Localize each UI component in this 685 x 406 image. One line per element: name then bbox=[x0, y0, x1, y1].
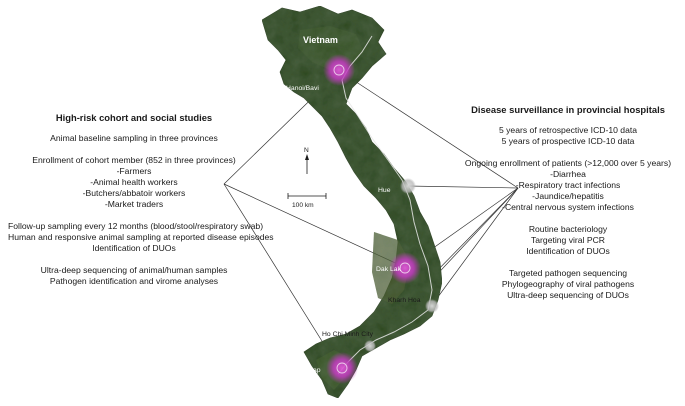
cohort-line: -Market traders bbox=[104, 199, 164, 209]
transport-route-line bbox=[337, 35, 433, 375]
cohort-paragraph: Follow-up sampling every 12 months (bloo… bbox=[8, 221, 274, 254]
cohort-line: Enrollment of cohort member (852 in thre… bbox=[32, 155, 236, 165]
cohort-line: Follow-up sampling every 12 months (bloo… bbox=[8, 221, 264, 231]
cohort-paragraph: Ultra-deep sequencing of animal/human sa… bbox=[8, 265, 260, 287]
surveillance-line: 5 years of retrospective ICD-10 data bbox=[498, 125, 638, 135]
surveillance-panel-heading: Disease surveillance in provincial hospi… bbox=[471, 104, 665, 115]
surveillance-line: -Central nervous system infections bbox=[502, 202, 634, 212]
cohort-line: -Farmers bbox=[116, 166, 152, 176]
surveillance-line: Phylogeography of viral pathogens bbox=[501, 279, 635, 289]
cohort-line: Identification of DUOs bbox=[92, 243, 176, 253]
surveillance-line: -Jaundice/hepatitis bbox=[532, 191, 604, 201]
surveillance-line: Ongoing enrollment of patients (>12,000 … bbox=[464, 158, 672, 168]
north-label: N bbox=[304, 147, 309, 154]
surveillance-line: Targeted pathogen sequencing bbox=[508, 268, 628, 278]
site-kharh-hoa[interactable]: Kharh Hoa bbox=[388, 297, 439, 313]
cohort-line: Human and responsive animal sampling at … bbox=[8, 232, 274, 242]
surveillance-line: Targeting viral PCR bbox=[530, 235, 606, 245]
surveillance-line: -Respiratory tract infections bbox=[515, 180, 621, 190]
site-hanoi-bavi[interactable]: Hanoi/Bavi bbox=[286, 54, 355, 92]
site-label-hue: Hue bbox=[378, 187, 391, 194]
cohort-panel-heading: High-risk cohort and social studies bbox=[55, 112, 213, 123]
surveillance-line: Routine bacteriology bbox=[528, 224, 608, 234]
surveillance-paragraph: Ongoing enrollment of patients (>12,000 … bbox=[452, 158, 684, 213]
site-label-hanoi-bavi: Hanoi/Bavi bbox=[286, 85, 319, 92]
cohort-paragraph: Enrollment of cohort member (852 in thre… bbox=[8, 155, 260, 210]
site-label-dak-lak: Dak Lak bbox=[376, 266, 402, 273]
hospital-surveillance-panel: Disease surveillance in provincial hospi… bbox=[452, 104, 684, 312]
scale-bar: 100 km bbox=[287, 193, 327, 209]
cohort-line: -Butchers/abbatoir workers bbox=[82, 188, 186, 198]
site-hue[interactable]: Hue bbox=[378, 178, 416, 194]
site-label-kharh-hoa: Kharh Hoa bbox=[388, 297, 421, 304]
surveillance-paragraph: Routine bacteriology Targeting viral PCR… bbox=[452, 224, 684, 257]
surveillance-paragraph: 5 years of retrospective ICD-10 data 5 y… bbox=[452, 125, 684, 147]
site-ho-chi-minh-city[interactable]: Ho Chi Minh City bbox=[322, 331, 376, 352]
surveillance-line: 5 years of prospective ICD-10 data bbox=[501, 136, 635, 146]
site-dong-thap[interactable]: Dong Thap bbox=[287, 352, 358, 384]
site-label-ho-chi-minh-city: Ho Chi Minh City bbox=[322, 331, 374, 338]
site-dak-lak[interactable]: Dak Lak bbox=[376, 252, 421, 284]
cohort-line: Animal baseline sampling in three provin… bbox=[50, 133, 218, 143]
cohort-line: -Animal health workers bbox=[90, 177, 178, 187]
north-arrow-icon: N bbox=[304, 147, 309, 174]
surveillance-line: Identification of DUOs bbox=[526, 246, 610, 256]
cohort-paragraph: Animal baseline sampling in three provin… bbox=[8, 133, 260, 144]
site-label-dong-thap: Dong Thap bbox=[287, 367, 321, 374]
cohort-line: Ultra-deep sequencing of animal/human sa… bbox=[40, 265, 228, 275]
surveillance-line: -Diarrhea bbox=[550, 169, 586, 179]
surveillance-line: Ultra-deep sequencing of DUOs bbox=[507, 290, 629, 300]
cohort-studies-panel: High-risk cohort and social studies Anim… bbox=[8, 112, 274, 298]
country-label: Vietnam bbox=[303, 35, 338, 45]
scale-label: 100 km bbox=[292, 202, 314, 209]
surveillance-paragraph: Targeted pathogen sequencing Phylogeogra… bbox=[452, 268, 684, 301]
cohort-line: Pathogen identification and virome analy… bbox=[49, 276, 219, 286]
